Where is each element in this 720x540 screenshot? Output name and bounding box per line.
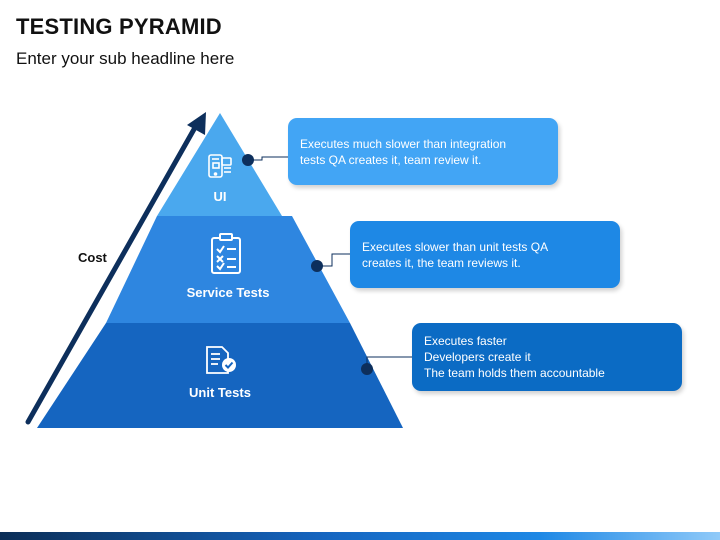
page-subtitle: Enter your sub headline here [16,49,235,68]
tier-service-tests-label: Service Tests [186,285,270,300]
footer-gradient-bar [0,532,720,540]
callout-unit-line: Executes faster [424,334,507,348]
tier-unit-tests-shape[interactable] [37,323,403,428]
page-title: TESTING PYRAMID [16,14,222,39]
callout-unit-line: Developers create it [424,350,531,364]
cost-arrow-head [187,112,206,135]
checklist-clipboard-icon [211,233,241,274]
callout-service-line: Executes slower than unit tests QA [362,239,549,254]
tier-service-tests-shape[interactable] [106,216,350,323]
tier-ui-label: UI [213,189,227,204]
mobile-app-icon [208,154,232,178]
callout-ui: Executes much slower than integration te… [288,118,558,185]
cost-axis-label: Cost [78,250,107,265]
document-check-icon [206,346,236,374]
cost-arrow-shaft [25,121,200,425]
callout-unit-tests: Executes faster Developers create it The… [412,323,682,391]
tier-unit-tests-label: Unit Tests [189,385,251,400]
connector-service [311,253,350,272]
callout-service-tests: Executes slower than unit tests QA creat… [350,221,620,288]
connector-ui [242,154,288,166]
callout-ui-line: Executes much slower than integration [300,136,507,151]
callout-ui-line: tests QA creates it, team review it. [300,152,482,167]
callout-unit-line: The team holds them accountable [424,366,605,380]
callout-service-line: creates it, the team reviews it. [362,255,521,270]
connector-unit [361,356,412,375]
